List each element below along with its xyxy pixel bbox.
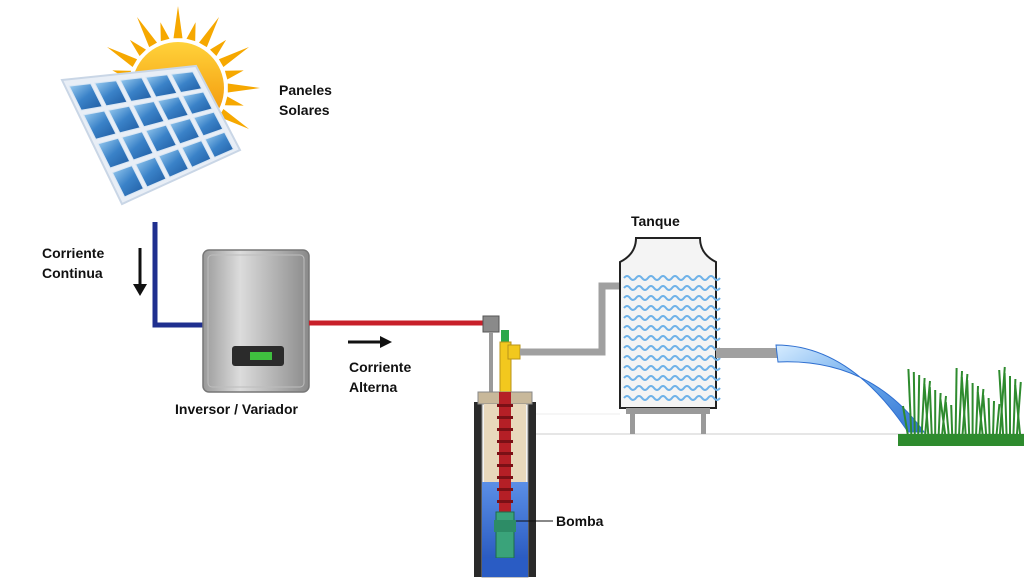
label-ac-line2: Alterna	[349, 379, 397, 395]
dc-cable	[152, 222, 208, 328]
valve-icon	[501, 330, 509, 342]
inverter-icon	[202, 249, 310, 393]
junction-box	[482, 315, 500, 333]
solar-panel-icon	[60, 64, 242, 206]
water-tank-icon	[619, 237, 721, 434]
label-tank: Tanque	[631, 213, 680, 229]
grass-icon	[898, 366, 1024, 446]
pipe-to-tank	[520, 282, 622, 356]
riser-pipe	[499, 341, 521, 395]
label-panels-line2: Solares	[279, 102, 330, 118]
label-pump: Bomba	[556, 513, 604, 529]
label-ac-line1: Corriente	[349, 359, 411, 375]
dc-arrow-icon	[133, 248, 147, 296]
label-inverter: Inversor / Variador	[175, 401, 298, 417]
submersible-pump-icon	[474, 391, 536, 578]
label-panels-line1: Paneles	[279, 82, 332, 98]
water-jet-icon	[775, 344, 925, 433]
ac-arrow-icon	[348, 336, 392, 348]
label-dc-line2: Continua	[42, 265, 103, 281]
label-dc-line1: Corriente	[42, 245, 104, 261]
